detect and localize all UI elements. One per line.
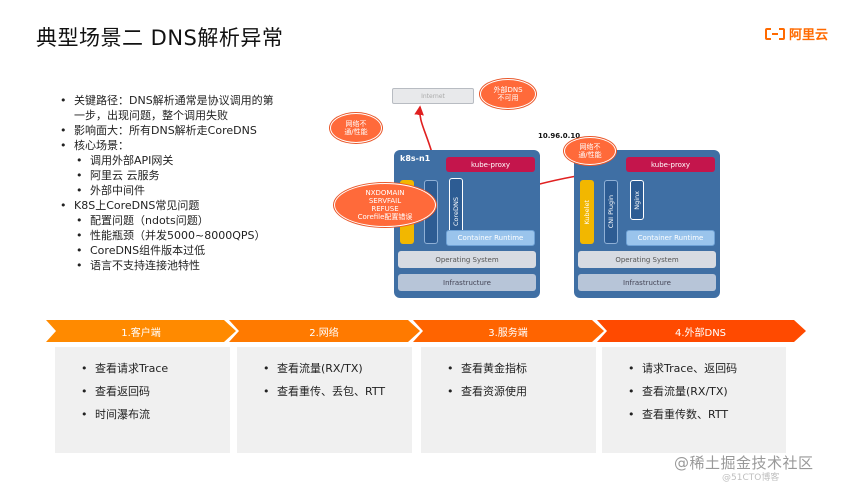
error-servfail: SERVFAIL (368, 197, 402, 205)
bubble-network-right: 网络不通/性能 (564, 137, 616, 165)
flow-arrows (46, 320, 806, 342)
bubble-network-left: 网络不通/性能 (330, 113, 382, 143)
container-runtime-bar: Container Runtime (446, 230, 535, 246)
internet-box: Internet (392, 88, 474, 104)
list-item: 查看重传、丢包、RTT (263, 384, 412, 407)
node-2: kube-proxy Kubelet CNI Plugin Nginx Cont… (574, 150, 720, 298)
operating-system-bar: Operating System (398, 251, 536, 268)
nginx-pod: Nginx (630, 180, 644, 220)
node-name: k8s-n1 (400, 154, 431, 163)
list-item: 查看流量(RX/TX) (628, 384, 786, 407)
stage-server-card: 查看黄金指标 查看资源使用 (421, 347, 596, 453)
node-k8s-n1: k8s-n1 kube-proxy CoreDNS Container Runt… (394, 150, 540, 298)
stage-client-label: 1.客户端 (121, 327, 161, 339)
list-item: 查看返回码 (81, 384, 230, 407)
troubleshooting-flow: 1.客户端 2.网络 3.服务端 4.外部DNS (46, 320, 806, 342)
bullet-continuation: 一步，出现问题，整个调用失败 (74, 109, 228, 122)
bullet-item: K8S上CoreDNS常见问题 (60, 198, 305, 213)
architecture-diagram: Internet 10.96.0.10 k8s-n1 kube-proxy Co… (320, 75, 730, 305)
kubelet-label: Kubelet (583, 199, 591, 225)
stage-external-dns-card: 请求Trace、返回码 查看流量(RX/TX) 查看重传数、RTT (602, 347, 786, 453)
stage-network-label: 2.网络 (309, 327, 339, 339)
sub-bullet-item: 配置问题（ndots问题） (60, 213, 305, 228)
error-corefile: Corefile配置错误 (357, 213, 413, 221)
cni-plugin-label: CNI Plugin (607, 195, 615, 229)
coredns-label: CoreDNS (452, 197, 460, 227)
bullet-item: 关键路径：DNS解析通常是协议调用的第 (60, 93, 305, 108)
list-item: 查看重传数、RTT (628, 407, 786, 430)
stage-external-dns-label: 4.外部DNS (674, 327, 727, 339)
list-item: 查看资源使用 (447, 384, 596, 407)
stage-server-label: 3.服务端 (488, 327, 528, 339)
kubelet-pod: Kubelet (580, 180, 594, 244)
bullet-item: 核心场景： (60, 138, 305, 153)
error-nxdomain: NXDOMAIN (365, 189, 405, 197)
infrastructure-bar: Infrastructure (398, 274, 536, 291)
key-points-list: 关键路径：DNS解析通常是协议调用的第 一步，出现问题，整个调用失败 影响面大：… (60, 93, 305, 273)
list-item: 时间瀑布流 (81, 407, 230, 430)
sub-bullet-item: 性能瓶颈（并发5000~8000QPS） (60, 228, 305, 243)
cni-plugin-pod: CNI Plugin (604, 180, 618, 244)
logo-text: 阿里云 (789, 28, 829, 43)
sub-bullet-item: 阿里云 云服务 (60, 168, 305, 183)
list-item: 请求Trace、返回码 (628, 361, 786, 384)
bullet-item: 影响面大：所有DNS解析走CoreDNS (60, 123, 305, 138)
list-item: 查看请求Trace (81, 361, 230, 384)
list-item: 查看黄金指标 (447, 361, 596, 384)
stage-client-card: 查看请求Trace 查看返回码 时间瀑布流 (55, 347, 230, 453)
container-runtime-bar: Container Runtime (626, 230, 715, 246)
bubble-external-dns: 外部DNS不可用 (480, 79, 536, 109)
kube-proxy-bar: kube-proxy (446, 157, 535, 172)
service-ip-label: 10.96.0.10 (538, 132, 581, 140)
watermark-51cto: @51CTO博客 (722, 473, 780, 483)
nginx-label: Nginx (633, 190, 641, 210)
sub-bullet-item: 外部中间件 (60, 183, 305, 198)
aliyun-logo-icon (765, 27, 785, 40)
watermark-juejin: @稀土掘金技术社区 (674, 454, 814, 472)
sub-bullet-item: 调用外部API网关 (60, 153, 305, 168)
page-title: 典型场景二 DNS解析异常 (36, 26, 284, 50)
bubble-dns-errors: NXDOMAIN SERVFAIL REFUSE Corefile配置错误 (334, 183, 436, 227)
error-refuse: REFUSE (371, 205, 399, 213)
operating-system-bar: Operating System (578, 251, 716, 268)
aliyun-logo: 阿里云 (765, 24, 828, 43)
list-item: 查看流量(RX/TX) (263, 361, 412, 384)
kube-proxy-bar: kube-proxy (626, 157, 715, 172)
stage-network-card: 查看流量(RX/TX) 查看重传、丢包、RTT (237, 347, 412, 453)
infrastructure-bar: Infrastructure (578, 274, 716, 291)
sub-bullet-item: 语言不支持连接池特性 (60, 258, 305, 273)
sub-bullet-item: CoreDNS组件版本过低 (60, 243, 305, 258)
